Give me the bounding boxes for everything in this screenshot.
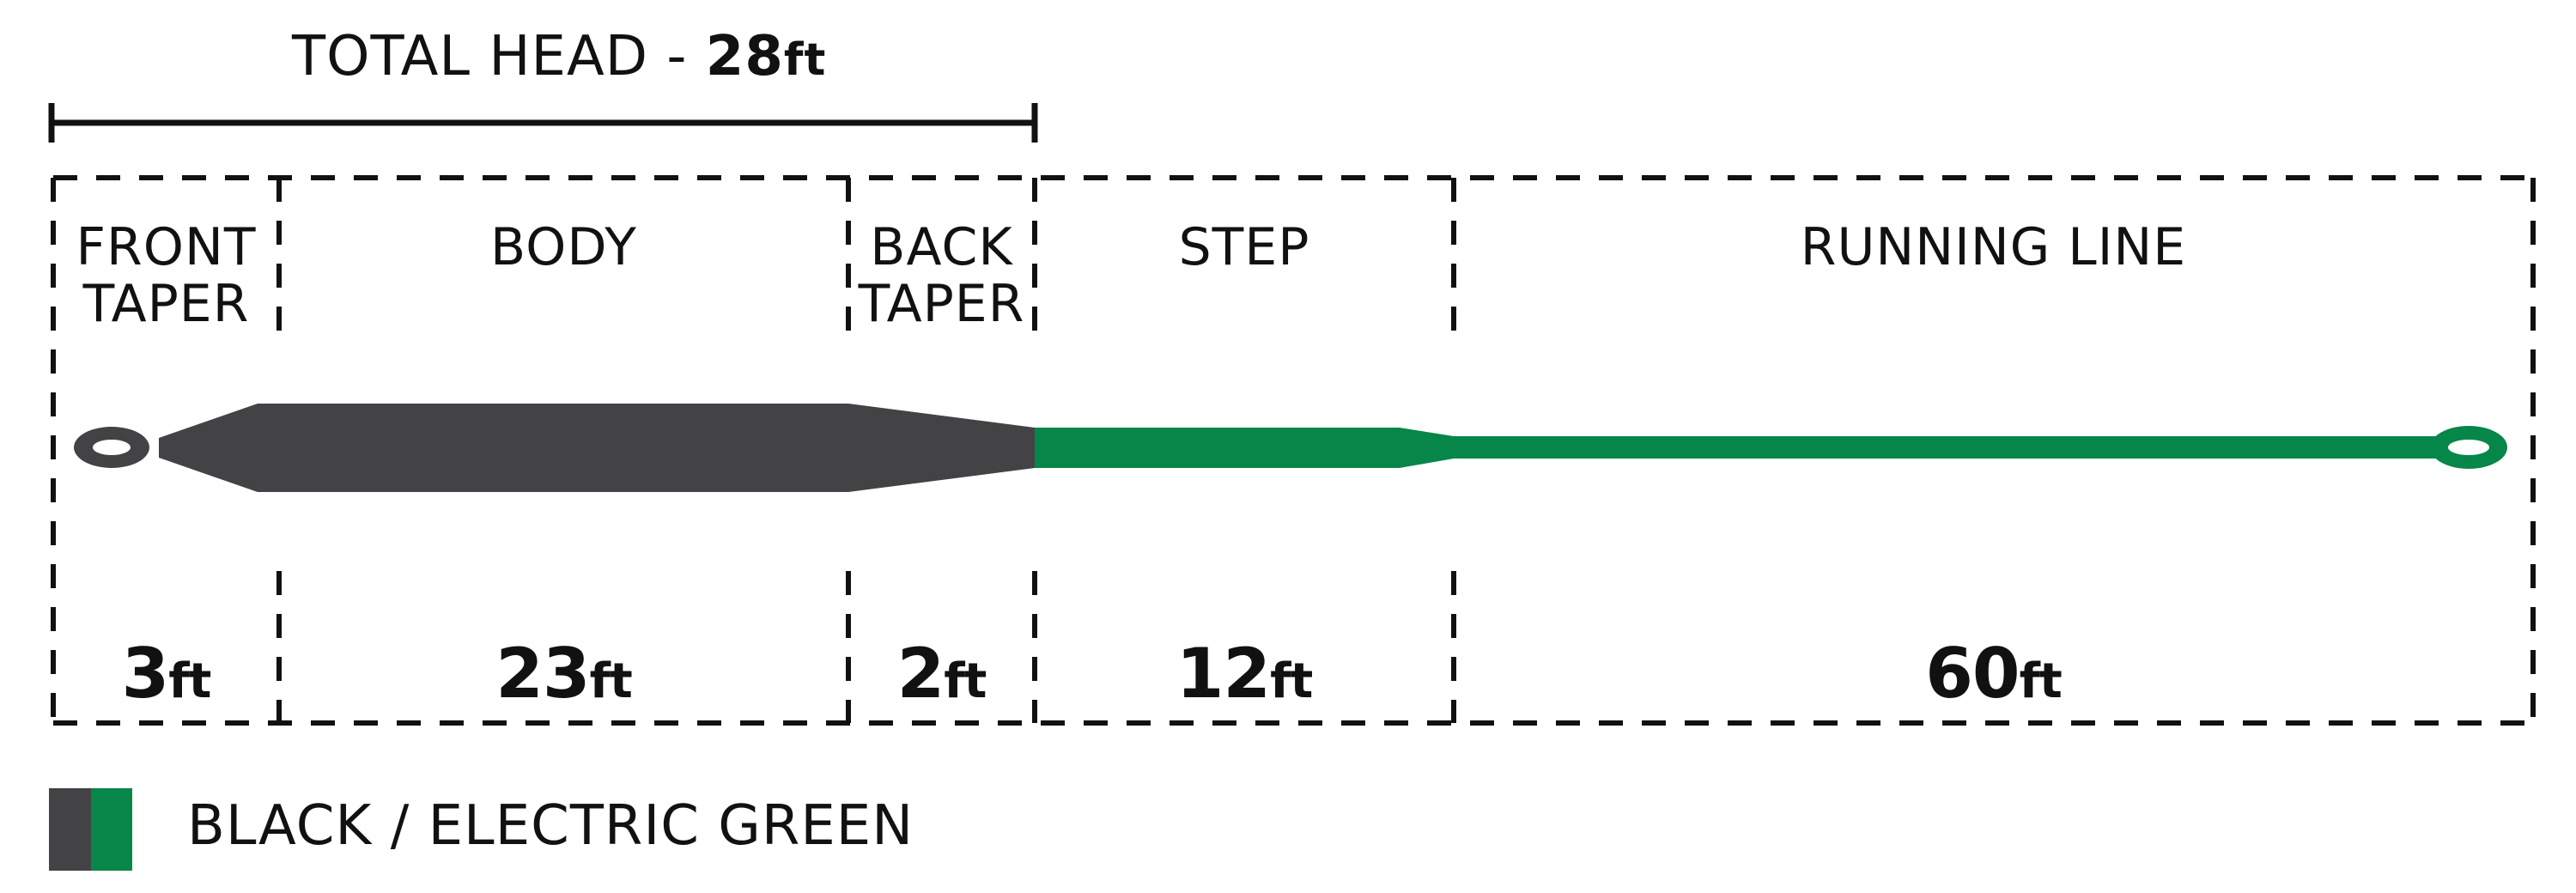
color-legend-label: BLACK / ELECTRIC GREEN bbox=[187, 794, 914, 858]
length-running-line: 60ft bbox=[1925, 634, 2062, 714]
green-swatch bbox=[90, 788, 132, 871]
front-taper-label-line-2: TAPER bbox=[82, 274, 250, 334]
color-swatch bbox=[49, 788, 132, 871]
green-step-section bbox=[1035, 428, 2456, 468]
total-head-unit: ft bbox=[783, 34, 827, 86]
body-label: BODY bbox=[490, 217, 637, 277]
black-swatch bbox=[49, 788, 91, 871]
front-taper-label-line-1: FRONT bbox=[76, 217, 257, 277]
total-head-title: TOTAL HEAD - 28ft bbox=[292, 29, 826, 84]
step-label: STEP bbox=[1178, 217, 1310, 277]
fly-line bbox=[74, 404, 2507, 492]
section-frame bbox=[51, 175, 2536, 726]
running-line-label: RUNNING LINE bbox=[1800, 217, 2187, 277]
back-taper-label-line-2: TAPER bbox=[858, 274, 1025, 334]
section-label-body: BODY bbox=[279, 219, 848, 276]
section-label-front-taper: FRONT TAPER bbox=[53, 219, 279, 332]
total-head-value: 28ft bbox=[705, 25, 827, 88]
total-head-label: TOTAL HEAD - bbox=[292, 25, 706, 88]
length-step: 12ft bbox=[1176, 634, 1313, 714]
section-label-back-taper: BACK TAPER bbox=[848, 219, 1035, 332]
black-head-section bbox=[159, 404, 1035, 492]
section-label-step: STEP bbox=[1035, 219, 1454, 276]
length-front-taper: 3ft bbox=[121, 634, 212, 714]
length-back-taper: 2ft bbox=[896, 634, 987, 714]
back-taper-label-line-1: BACK bbox=[870, 217, 1013, 277]
length-body: 23ft bbox=[495, 634, 632, 714]
section-label-running-line: RUNNING LINE bbox=[1454, 219, 2533, 276]
total-head-bracket bbox=[48, 103, 1038, 143]
